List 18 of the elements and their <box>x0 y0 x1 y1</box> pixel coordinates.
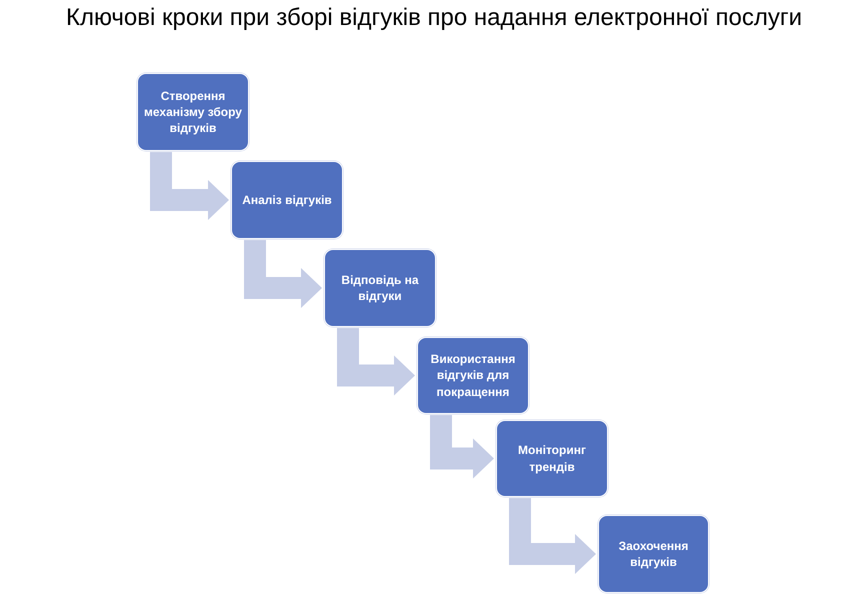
process-box <box>137 73 249 151</box>
bent-arrow <box>430 415 494 478</box>
bent-arrow <box>150 152 229 220</box>
process-box <box>324 249 436 327</box>
bent-arrow <box>244 240 322 308</box>
process-box <box>417 337 529 414</box>
bent-arrow <box>337 328 415 396</box>
step-label: Аналіз відгуків <box>242 192 332 208</box>
process-box <box>598 515 709 593</box>
bent-arrow <box>509 498 596 574</box>
process-box <box>496 420 608 497</box>
step-label: Моніторинг трендів <box>517 442 587 475</box>
process-box <box>231 161 343 239</box>
step-label: Використання відгуків для покращення <box>430 351 516 400</box>
title: Ключові кроки при зборі відгуків про надання електронної послуги <box>64 4 804 32</box>
step-label: Відповідь на відгуки <box>340 272 420 304</box>
step-label: Заохочення відгуків <box>618 538 690 570</box>
step-label: Створення механізму збору відгуків <box>144 88 242 136</box>
